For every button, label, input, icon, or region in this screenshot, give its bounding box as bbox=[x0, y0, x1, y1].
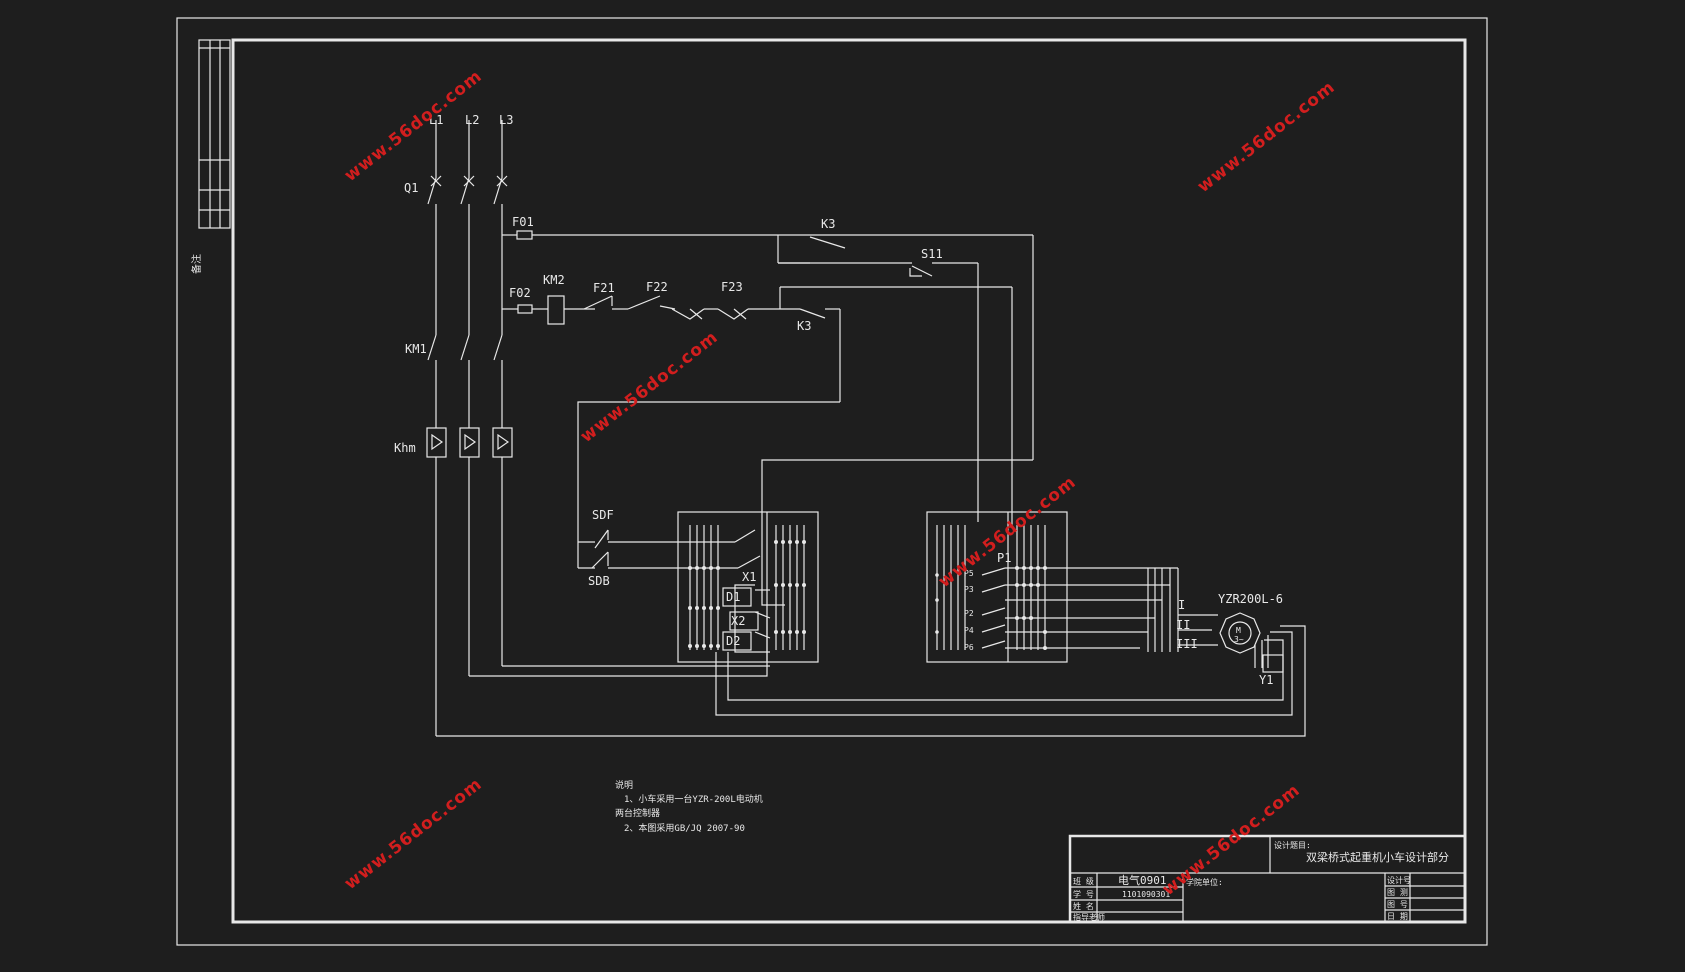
title-block bbox=[1068, 834, 1467, 924]
row-value-1: 1101090301 bbox=[1122, 890, 1170, 899]
label-phase-3: III bbox=[1176, 637, 1198, 651]
label-km1: KM1 bbox=[405, 342, 427, 356]
label-p4: P4 bbox=[964, 626, 974, 635]
label-d1: D1 bbox=[726, 590, 740, 604]
label-f01: F01 bbox=[512, 215, 534, 229]
km1-contactor-contacts bbox=[427, 334, 503, 361]
watermark-2: www.56doc.com bbox=[1194, 77, 1339, 197]
control-row-1 bbox=[502, 230, 1034, 606]
left-controller bbox=[677, 511, 819, 663]
right-row-1: 图 测 bbox=[1387, 888, 1408, 897]
label-f02: F02 bbox=[509, 286, 531, 300]
control-row-2 bbox=[502, 286, 1013, 568]
notes-line-1: 1、小车采用一台YZR-200L电动机 bbox=[624, 793, 763, 805]
label-l1: L1 bbox=[429, 113, 443, 127]
label-f22: F22 bbox=[646, 280, 668, 294]
label-khm: Khm bbox=[394, 441, 416, 455]
label-l3: L3 bbox=[499, 113, 513, 127]
label-p1: P1 bbox=[997, 551, 1011, 565]
label-p2: P2 bbox=[964, 609, 974, 618]
label-q1: Q1 bbox=[404, 181, 418, 195]
label-x2: X2 bbox=[731, 614, 745, 628]
right-row-2: 图 号 bbox=[1387, 900, 1408, 909]
label-f21: F21 bbox=[593, 281, 615, 295]
notes-title: 说明 bbox=[615, 779, 633, 791]
motor-symbol-m: M bbox=[1236, 626, 1241, 635]
label-s11: S11 bbox=[921, 247, 943, 261]
label-p3: P3 bbox=[964, 585, 974, 594]
label-km2: KM2 bbox=[543, 273, 565, 287]
outer-frame bbox=[176, 17, 1488, 946]
label-k3-top: K3 bbox=[821, 217, 835, 231]
rotor-wiring bbox=[1005, 567, 1218, 652]
inner-frame bbox=[231, 38, 1467, 924]
right-row-3: 日 期 bbox=[1387, 912, 1408, 921]
notes-line-3: 2、本图采用GB/JQ 2007-90 bbox=[624, 822, 745, 834]
row-label-1: 学 号 bbox=[1073, 889, 1094, 899]
row-label-3: 指导老师 bbox=[1073, 912, 1105, 922]
row-label-2: 姓 名 bbox=[1073, 901, 1094, 911]
watermark-3: www.56doc.com bbox=[577, 327, 722, 447]
right-controller bbox=[926, 511, 1068, 663]
label-y1: Y1 bbox=[1259, 673, 1273, 687]
project-label: 设计题目: bbox=[1274, 840, 1311, 850]
label-x1: X1 bbox=[742, 570, 756, 584]
label-sdf: SDF bbox=[592, 508, 614, 522]
row-label-0: 班 级 bbox=[1073, 876, 1094, 886]
controller-contact-dots bbox=[688, 540, 1047, 650]
main-power-lines bbox=[426, 120, 513, 736]
side-strip bbox=[198, 39, 231, 229]
motor-symbol-sub: 3~ bbox=[1234, 635, 1244, 644]
label-phase-2: II bbox=[1176, 618, 1190, 632]
q1-breaker-contacts bbox=[427, 175, 508, 205]
sdf-sdb-contacts bbox=[578, 529, 761, 569]
row-value-0: 电气0901 bbox=[1118, 873, 1167, 887]
label-sdb: SDB bbox=[588, 574, 610, 588]
label-d2: D2 bbox=[726, 634, 740, 648]
label-phase-1: I bbox=[1178, 598, 1185, 612]
label-l2: L2 bbox=[465, 113, 479, 127]
watermark-5: www.56doc.com bbox=[341, 774, 486, 894]
label-p5: P5 bbox=[964, 569, 974, 578]
label-motor: YZR200L-6 bbox=[1218, 592, 1283, 606]
label-k3-mid: K3 bbox=[797, 319, 811, 333]
right-row-0: 设计号 bbox=[1387, 875, 1411, 885]
notes-line-2: 两台控制器 bbox=[615, 807, 660, 819]
return-wiring bbox=[436, 618, 1306, 737]
project-title: 双梁桥式起重机小车设计部分 bbox=[1306, 850, 1449, 864]
label-f23: F23 bbox=[721, 280, 743, 294]
school-label: 学院单位: bbox=[1186, 877, 1223, 887]
label-p6: P6 bbox=[964, 643, 974, 652]
khm-protectors bbox=[426, 427, 513, 458]
motor-symbol bbox=[1219, 612, 1284, 673]
side-label: 备注 bbox=[190, 254, 203, 274]
